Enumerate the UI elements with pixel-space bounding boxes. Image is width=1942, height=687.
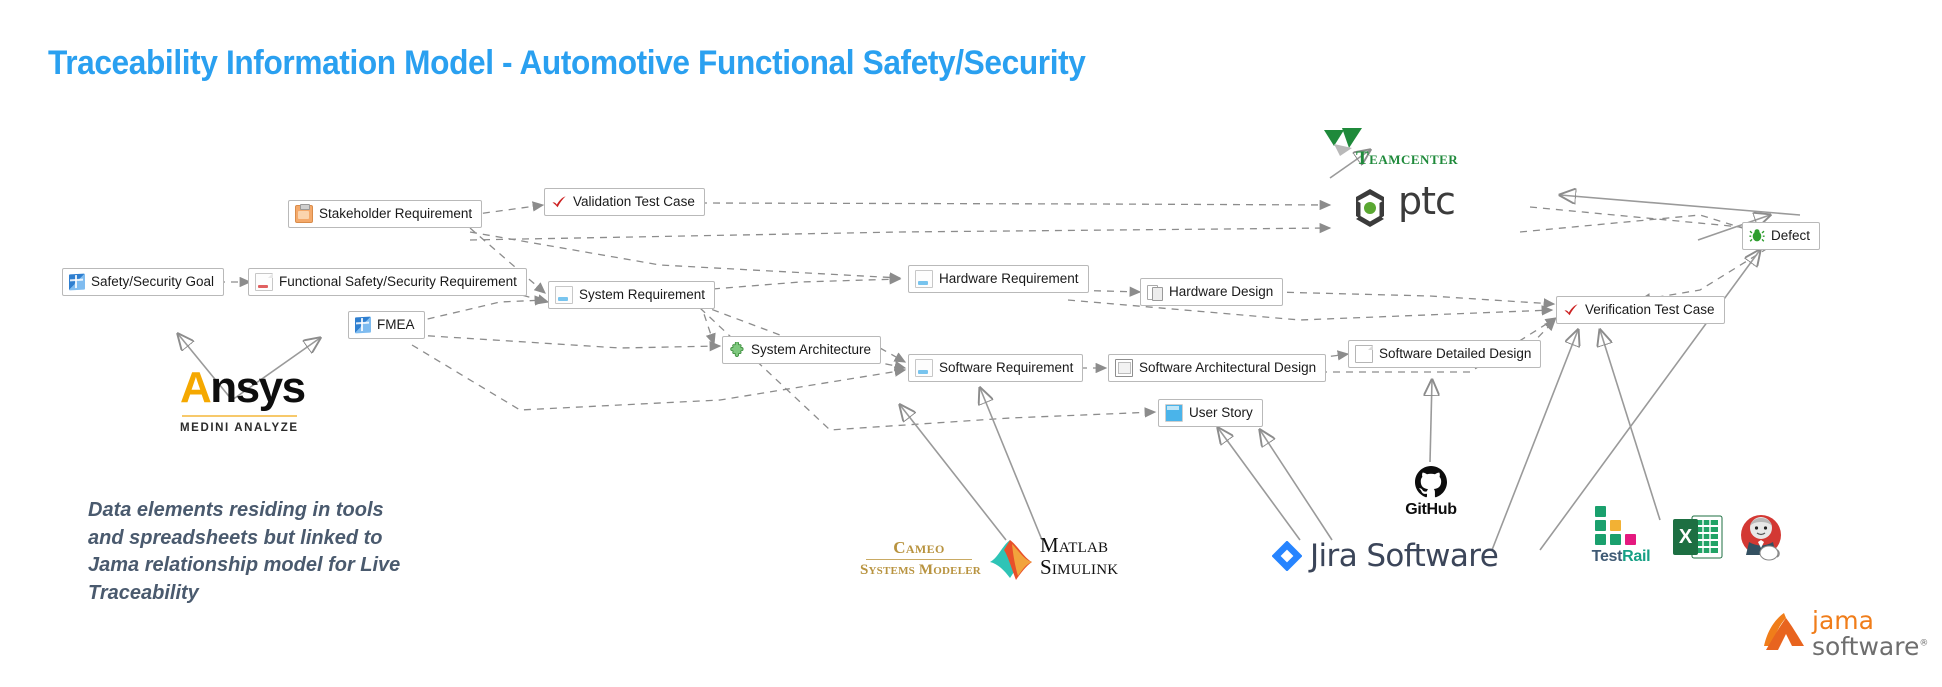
cameo-divider <box>866 559 972 560</box>
teamcenter-logo: Teamcenter <box>1322 128 1532 180</box>
document-blue-icon <box>915 359 933 377</box>
node-label: Functional Safety/Security Requirement <box>279 274 517 290</box>
node-software-architectural-design[interactable]: Software Architectural Design <box>1108 354 1327 382</box>
page-title: Traceability Information Model - Automot… <box>48 44 1086 82</box>
blue-flag-icon <box>69 273 85 291</box>
testrail-logo: TestRail <box>1578 506 1664 566</box>
node-label: Software Requirement <box>939 360 1074 376</box>
node-label: Defect <box>1771 228 1811 244</box>
node-label: Hardware Design <box>1169 284 1274 300</box>
node-label: Software Architectural Design <box>1139 360 1317 376</box>
book-icon <box>1115 359 1133 377</box>
jama-line-2: software® <box>1812 631 1929 661</box>
jama-mark-icon <box>1764 613 1804 650</box>
node-functional-safety-security-requirement[interactable]: Functional Safety/Security Requirement <box>248 268 527 296</box>
node-safety-security-goal[interactable]: Safety/Security Goal <box>62 268 225 296</box>
red-check-icon <box>551 194 567 210</box>
stacked-pages-icon <box>1147 284 1163 301</box>
ansys-divider <box>182 415 297 417</box>
node-label: Hardware Requirement <box>939 271 1079 287</box>
document-blank-icon <box>1355 345 1373 363</box>
node-hardware-requirement[interactable]: Hardware Requirement <box>908 265 1089 293</box>
jenkins-logo <box>1736 512 1788 564</box>
blue-square-icon <box>1165 404 1183 422</box>
caption-text: Data elements residing in tools and spre… <box>88 499 401 604</box>
node-label: Verification Test Case <box>1585 302 1715 318</box>
red-check-icon <box>1563 302 1579 318</box>
github-logo: GitHub <box>1394 464 1468 519</box>
node-defect[interactable]: Defect <box>1742 222 1821 250</box>
excel-logo: X <box>1672 512 1726 564</box>
cameo-line-2: Systems Modeler <box>860 562 981 578</box>
clipboard-icon <box>295 204 313 223</box>
ptc-mark-icon <box>1356 189 1384 227</box>
node-label: Validation Test Case <box>573 194 695 210</box>
green-bug-icon <box>1749 228 1765 244</box>
ansys-medini-logo: Ansys MEDINI ANALYZE <box>180 366 320 436</box>
document-blue-icon <box>915 270 933 288</box>
matlab-line-2: Simulink <box>1040 555 1119 580</box>
jenkins-butler-icon <box>1741 515 1781 561</box>
green-puzzle-icon <box>729 342 745 358</box>
ptc-wordmark: ptc <box>1398 179 1456 223</box>
node-label: Software Detailed Design <box>1379 346 1532 362</box>
testrail-mark-icon <box>1595 506 1647 546</box>
node-label: User Story <box>1189 405 1253 421</box>
testrail-wordmark: TestRail <box>1591 548 1651 565</box>
node-hardware-design[interactable]: Hardware Design <box>1140 278 1284 306</box>
jama-line-1: jama <box>1812 606 1874 635</box>
document-red-icon <box>255 273 273 291</box>
ptc-logo: ptc <box>1348 182 1518 228</box>
node-fmea[interactable]: FMEA <box>348 311 425 339</box>
jira-diamond-icon <box>1272 541 1302 571</box>
blue-flag-icon <box>355 316 371 334</box>
node-software-detailed-design[interactable]: Software Detailed Design <box>1348 340 1542 368</box>
node-label: Safety/Security Goal <box>91 274 215 290</box>
github-octocat-icon <box>1415 466 1447 498</box>
jama-software-logo: jama software® <box>1762 608 1928 662</box>
matlab-membrane-icon <box>990 540 1032 580</box>
node-label: System Requirement <box>579 287 706 303</box>
jira-wordmark: Jira Software <box>1310 538 1499 574</box>
document-blue-icon <box>555 286 573 304</box>
node-verification-test-case[interactable]: Verification Test Case <box>1556 296 1725 324</box>
matlab-line-1: Matlab <box>1040 533 1109 557</box>
node-software-requirement[interactable]: Software Requirement <box>908 354 1084 382</box>
jira-software-logo: Jira Software <box>1272 538 1499 574</box>
cameo-systems-modeler-logo: Cameo Systems Modeler <box>860 538 981 579</box>
node-system-architecture[interactable]: System Architecture <box>722 336 882 364</box>
matlab-simulink-logo: Matlab Simulink <box>988 534 1118 586</box>
node-stakeholder-requirement[interactable]: Stakeholder Requirement <box>288 200 483 228</box>
github-wordmark: GitHub <box>1405 501 1457 518</box>
node-label: FMEA <box>377 317 415 333</box>
jama-wordmark: jama software® <box>1812 608 1928 659</box>
node-validation-test-case[interactable]: Validation Test Case <box>544 188 705 216</box>
svg-text:X: X <box>1679 526 1693 548</box>
node-user-story[interactable]: User Story <box>1158 399 1263 427</box>
ansys-wordmark: Ansys <box>180 363 306 412</box>
teamcenter-mark-icon <box>1324 128 1362 156</box>
excel-icon: X <box>1673 515 1723 559</box>
node-label: System Architecture <box>751 342 872 358</box>
teamcenter-wordmark: Teamcenter <box>1356 148 1459 169</box>
matlab-wordmark: Matlab Simulink <box>1040 534 1118 578</box>
node-system-requirement[interactable]: System Requirement <box>548 281 716 309</box>
ansys-product-name: MEDINI ANALYZE <box>180 422 299 434</box>
node-label: Stakeholder Requirement <box>319 206 473 222</box>
cameo-line-1: Cameo <box>893 538 945 557</box>
